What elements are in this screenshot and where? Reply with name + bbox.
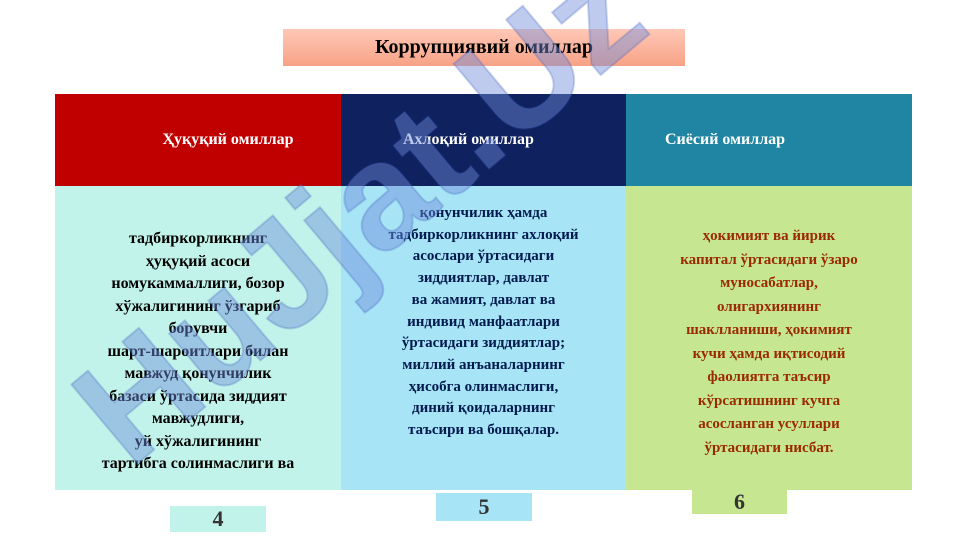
body-line: капитал ўртасидаги ўзаро (680, 251, 858, 268)
body-line: зиддиятлар, давлат (417, 270, 550, 287)
body-line: шарт-шароитлари билан (107, 342, 289, 360)
body-line: номукаммаллиги, бозор (111, 275, 285, 292)
column-header-political: Сиёсий омиллар (626, 94, 912, 186)
page-number-5: 5 (436, 493, 532, 521)
body-line: тартибга солинмаслиги ва (101, 455, 295, 472)
body-line: тадбиркорликнинг ахлоқий (388, 226, 579, 243)
body-line: борувчи (168, 320, 228, 337)
body-line: ҳисобга олинмаслиги, (408, 378, 559, 395)
body-line: миллий анъаналарнинг (402, 356, 565, 373)
body-line: фаолиятга таъсир (707, 369, 831, 385)
body-line: мавжуд қонунчилик (124, 365, 272, 382)
body-line: таъсири ва бошқалар. (408, 422, 559, 439)
body-line: шаклланиши, ҳокимият (686, 322, 852, 338)
column-body-political: ҳокимият ва йирик капитал ўртасидаги ўзар… (626, 186, 912, 490)
body-line: мавжудлиги, (151, 410, 245, 427)
body-line: асослари ўртасидаги (412, 248, 555, 265)
body-line: индивид манфаатлари (407, 313, 560, 330)
body-line: кўрсатишнинг кучга (697, 392, 841, 409)
body-line: асосланган усуллари (698, 416, 840, 432)
body-line: базаси ўртасида зиддият (109, 387, 287, 405)
column-header-moral: Ахлоқий омиллар (341, 94, 626, 186)
number-label: 5 (478, 494, 490, 519)
body-line: ўртасидаги нисбат. (704, 439, 834, 456)
body-line: ўртасидаги зиддиятлар; (401, 335, 566, 352)
body-line: кучи ҳамда иқтисодий (692, 345, 846, 362)
body-line: уй хўжалигининг (134, 432, 262, 450)
number-label: 6 (734, 489, 745, 514)
column-header-political-label: Сиёсий омиллар (665, 131, 786, 148)
column-body-moral: қонунчилик ҳамда тадбиркорликнинг ахлоқий… (341, 186, 626, 490)
body-line: тадбиркорликнинг (128, 230, 268, 247)
slide-title: Коррупциявий омиллар (283, 29, 685, 66)
body-line: ҳокимият ва йирик (702, 228, 836, 244)
body-line: муносабатлар, (720, 275, 818, 291)
body-line: хўжалигининг ўзгариб (115, 297, 281, 315)
column-header-legal: Ҳуқуқий омиллар (55, 94, 341, 186)
body-line: қонунчилик ҳамда (419, 205, 548, 221)
page-number-6: 6 (692, 489, 787, 514)
body-line: олигархиянинг (716, 298, 821, 315)
column-header-moral-label: Ахлоқий омиллар (403, 131, 534, 148)
body-line: ва жамият, давлат ва (411, 291, 556, 308)
number-label: 4 (212, 506, 224, 531)
body-line: диний қоидаларнинг (412, 400, 555, 417)
column-body-legal: тадбиркорликнинг ҳуқуқий асоси номукаммалл… (55, 186, 341, 490)
column-header-legal-label: Ҳуқуқий омиллар (162, 131, 294, 148)
page-number-4: 4 (170, 506, 266, 532)
body-line: ҳуқуқий асоси (145, 252, 251, 270)
